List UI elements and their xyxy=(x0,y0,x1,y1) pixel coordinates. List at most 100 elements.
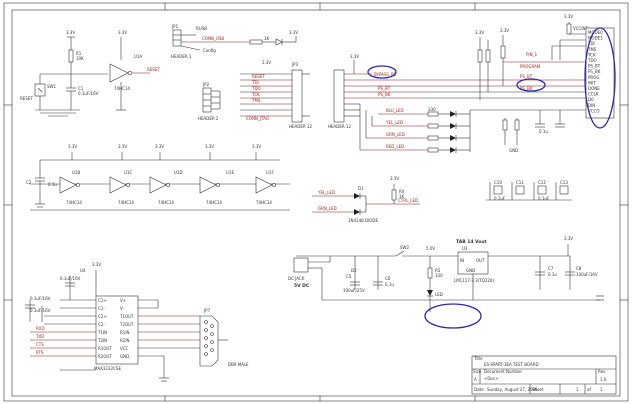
c6-value: 0.1u xyxy=(385,282,394,287)
rev-label: Rev xyxy=(598,369,606,374)
r4-value: 1K xyxy=(399,194,405,199)
svg-text:3.3V: 3.3V xyxy=(564,236,573,241)
r5-value: 330 xyxy=(435,273,443,278)
of-value: 1 xyxy=(600,387,603,392)
connector-pin-label: TDO xyxy=(587,58,597,63)
svg-text:3.3V: 3.3V xyxy=(262,60,271,65)
c8-value: 100uF/16V xyxy=(576,272,598,277)
svg-text:3.3V: 3.3V xyxy=(475,30,484,35)
svg-text:3.3V: 3.3V xyxy=(205,144,214,149)
u1d-ref: U1D xyxy=(174,170,183,175)
svg-text:0.1u: 0.1u xyxy=(539,129,548,134)
red-led-net: RED_LED xyxy=(386,144,404,149)
u1b-ref: U1B xyxy=(72,170,80,175)
svg-text:74HC14: 74HC14 xyxy=(158,200,174,205)
max3232-pin-left: R1OUT xyxy=(98,346,112,351)
max3232-pin-right: R2IN xyxy=(120,338,130,343)
header-jp4 xyxy=(333,69,345,123)
svg-text:3.3V: 3.3V xyxy=(252,144,261,149)
sw2-ref: SW2 xyxy=(400,245,409,250)
svg-text:C11: C11 xyxy=(516,180,524,185)
inverter-u1a xyxy=(109,63,129,83)
regulator-part: LM1117-3.3(TO220) xyxy=(454,278,494,283)
connector-pin-label: D0 xyxy=(588,97,594,102)
header1-label: HEADER 1 xyxy=(171,54,192,59)
connector-pin-label: PROG xyxy=(588,75,599,80)
highlight-program xyxy=(516,78,546,92)
r4-ref: R4 xyxy=(399,189,405,194)
inverter-u1e xyxy=(199,176,217,194)
svg-text:3.3V: 3.3V xyxy=(68,144,77,149)
svg-text:3.3V: 3.3V xyxy=(118,144,127,149)
pullup-network: 3.3V 3.3V PIN_1 PROGRAM PS_BT PS_BK GND … xyxy=(420,14,588,153)
inverter-chain: 3.3V 3.3V 3.3V 3.3V 3.3V C2 0.1u U1B 74H… xyxy=(26,144,290,211)
max3232-pin-right: T1OUT xyxy=(119,314,134,319)
chip-connector xyxy=(585,27,615,119)
highlight-connector xyxy=(584,27,616,129)
svg-text:74HC14: 74HC14 xyxy=(206,200,222,205)
c2-value: 0.1u xyxy=(48,182,57,187)
ps-bt-label: PS_BT xyxy=(378,86,391,91)
of-label: of xyxy=(587,387,591,392)
c1-value: 0.1uF/16V xyxy=(78,91,99,96)
svg-text:C12: C12 xyxy=(538,180,546,185)
connector-pin-label: DONE xyxy=(588,86,600,91)
header-jp3 xyxy=(291,69,303,123)
u1c-ref: U1C xyxy=(124,170,132,175)
ps-bk-label: PS_BK xyxy=(378,92,391,97)
svg-text:0.1uF: 0.1uF xyxy=(494,196,506,201)
c2-ref: C2 xyxy=(26,180,32,185)
header12-left: 3.3V JP3 RESET TDI TDO TCK TMS CONN_JTAG… xyxy=(240,60,312,129)
highlight-bypass xyxy=(367,65,397,79)
resistor-rusb xyxy=(249,39,263,45)
test-point-caps: C10 C11 C12 C13 0.1uF 0.1uF xyxy=(486,180,572,201)
max3232-pin-left: C1+ xyxy=(98,298,107,303)
led-ref: LED xyxy=(435,292,443,297)
connector-pin-label: INIT xyxy=(588,80,596,85)
max3232-pin-left: C2- xyxy=(98,322,105,327)
d1-part: 1N4148 DIODE xyxy=(348,218,378,223)
pin-bt-right: PS_BT xyxy=(520,74,533,79)
max3232-pin-right: V+ xyxy=(120,298,126,303)
net-tms: TMS xyxy=(251,98,261,103)
max3232-pin-right: T2OUT xyxy=(119,322,134,327)
svg-text:3.3V: 3.3V xyxy=(118,30,127,35)
svg-text:C10: C10 xyxy=(494,180,502,185)
config-label: Config xyxy=(203,48,216,53)
u1f-ref: U1F xyxy=(266,170,274,175)
rev-value: 1.0 xyxy=(600,377,607,382)
connector-pin-labels: MODE0MODE1TDITMSTCKTDOPS_BTPS_BKPROGINIT… xyxy=(587,30,603,113)
d2-ref: D2 xyxy=(351,268,357,273)
net-tdi: TDI xyxy=(251,80,259,85)
date-value: Sunday, August 27, 2006 xyxy=(487,387,538,392)
vcc-label: 3.3V xyxy=(66,30,75,35)
connector-pin-label: PS_BT xyxy=(588,64,601,69)
bypass-net-label: BYPASS_PS xyxy=(374,72,396,77)
db9-ref: JP7 xyxy=(203,308,211,313)
diode-usb xyxy=(275,38,283,46)
max3232-pin-right: R1IN xyxy=(120,330,130,335)
power-supply: TAB 14 Vout DC JACK 5V DC D2 100uF/25V C… xyxy=(288,236,604,329)
c6-ref: C6 xyxy=(385,276,391,281)
dc-jack-label: DC JACK xyxy=(288,276,305,281)
led-power xyxy=(427,290,433,296)
db9-connector: JP7 DB9 MALE xyxy=(199,308,249,367)
reset-net-label: RESET xyxy=(147,67,160,72)
header2-label: HEADER 2 xyxy=(198,116,219,121)
size-value: A xyxy=(474,377,477,382)
reset-switch-label: RESET xyxy=(20,96,33,101)
svg-text:74HC14: 74HC14 xyxy=(118,200,134,205)
svg-text:74HC14: 74HC14 xyxy=(256,200,272,205)
connector-pin-label: TDI xyxy=(587,41,595,46)
svg-text:0.1uF/16V: 0.1uF/16V xyxy=(30,308,51,313)
max3232-pin-right: V- xyxy=(120,306,125,311)
u1a-ref: U1A xyxy=(134,54,142,59)
diode-d1-circuit: YEL_LED GRN_LED D1 1N4148 DIODE CTRL_LED… xyxy=(312,176,420,223)
db9-part: DB9 MALE xyxy=(228,362,249,367)
connector-pin-label: TMS xyxy=(587,47,597,52)
sheet-label: Sheet xyxy=(532,387,544,392)
header-jp1 xyxy=(172,29,182,47)
grn-led-net: GRN_LED xyxy=(386,132,405,137)
svg-text:3.3V: 3.3V xyxy=(155,144,164,149)
